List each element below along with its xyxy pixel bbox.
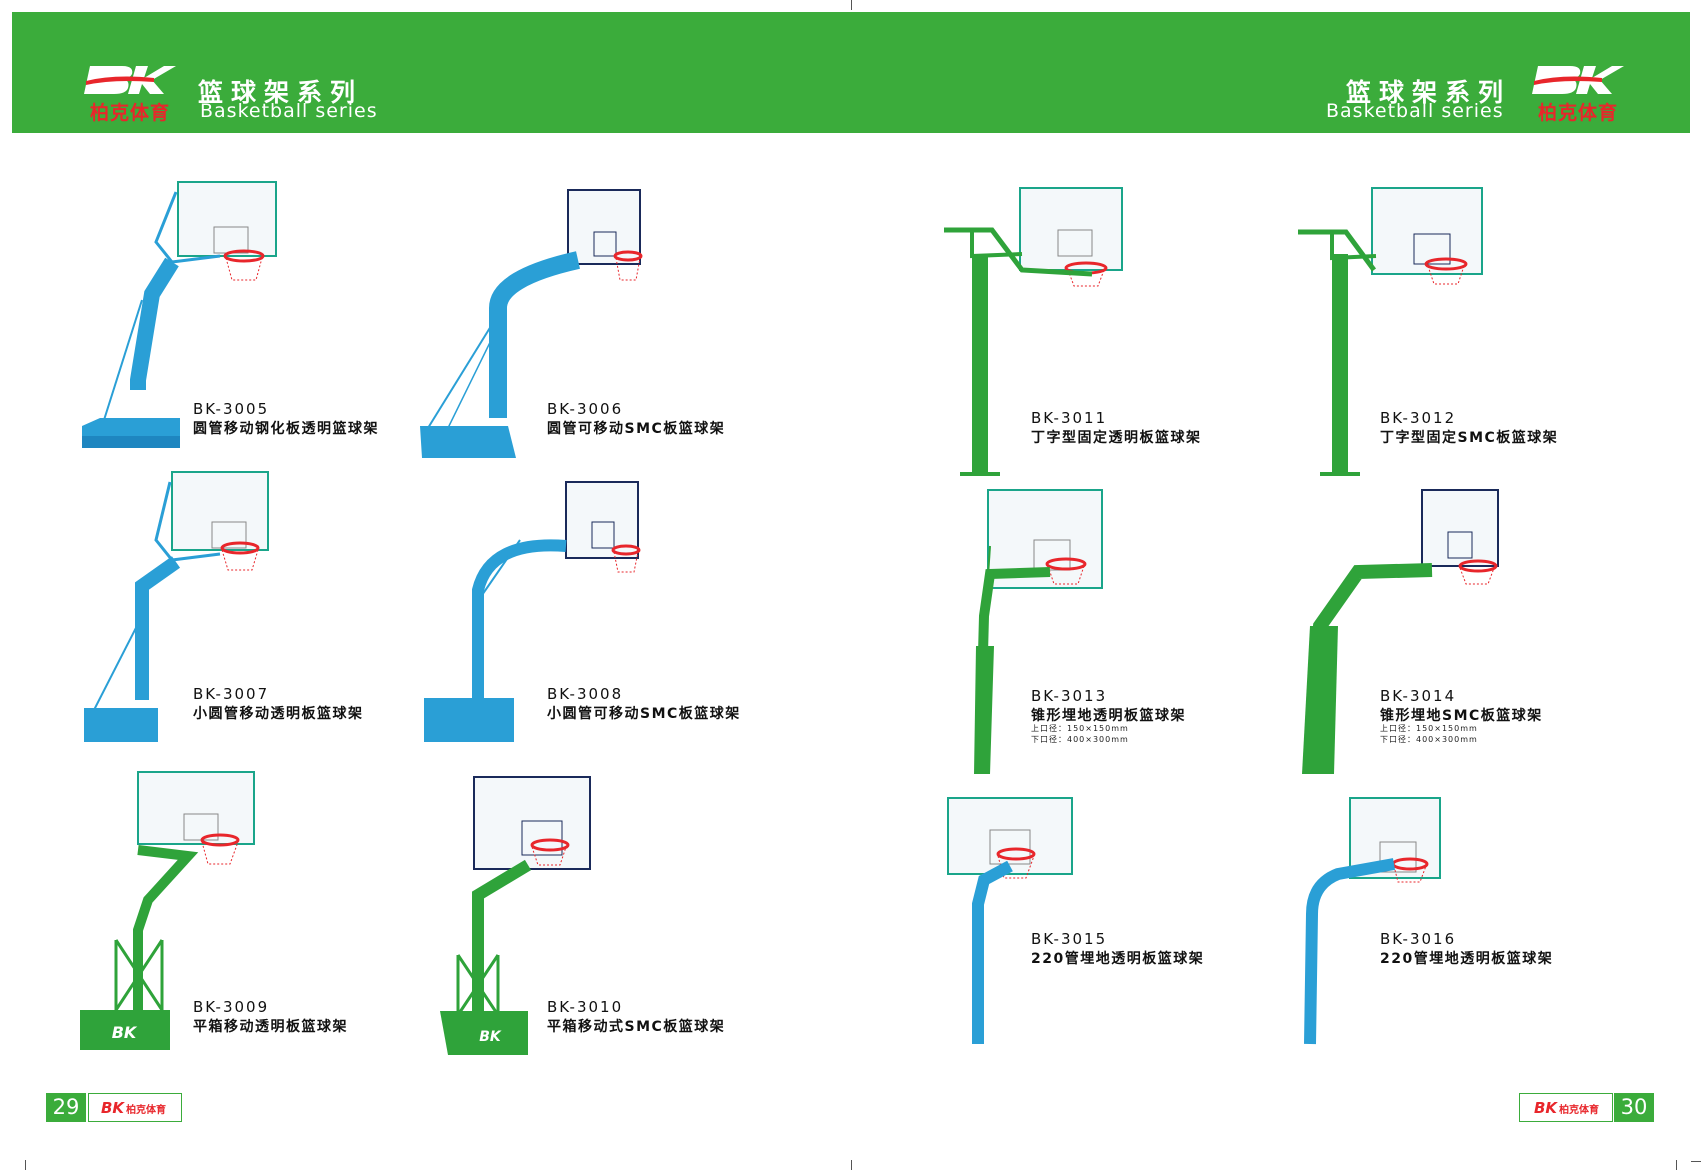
inground-basketball-stand-icon xyxy=(947,797,1073,1044)
product-name: 220管埋地透明板篮球架 xyxy=(1380,951,1554,967)
t-shaped-basketball-stand-icon xyxy=(1298,187,1483,476)
bk-logo-icon: BK xyxy=(479,1029,502,1045)
logo-chinese-text: 柏克体育 xyxy=(1537,102,1618,124)
product-bk-3010: BK xyxy=(438,775,598,1060)
logo-chinese-text: 柏克体育 xyxy=(89,102,170,124)
product-name: 圆管可移动SMC板篮球架 xyxy=(547,421,726,437)
product-name: 丁字型固定SMC板篮球架 xyxy=(1380,430,1559,446)
product-spec-upper: 上口径：150×150mm xyxy=(1031,724,1129,733)
portable-basketball-stand-icon xyxy=(82,181,277,448)
product-name: 小圆管可移动SMC板篮球架 xyxy=(547,706,741,722)
product-name: 小圆管移动透明板篮球架 xyxy=(193,706,364,722)
product-name: 220管埋地透明板篮球架 xyxy=(1031,951,1205,967)
product-name: 锥形埋地SMC板篮球架 xyxy=(1380,708,1543,724)
portable-basketball-stand-icon xyxy=(84,471,269,742)
page-number-left: 29 xyxy=(46,1093,86,1122)
product-name: 平箱移动式SMC板篮球架 xyxy=(547,1019,726,1035)
product-bk-3016 xyxy=(1298,794,1448,1050)
series-title-en-left: Basketball series xyxy=(200,100,378,122)
product-bk-3009: BK xyxy=(78,770,268,1060)
product-model: BK-3014 xyxy=(1380,687,1457,705)
product-model: BK-3009 xyxy=(193,998,270,1016)
bk-logo-icon xyxy=(1532,66,1624,94)
box-base-basketball-stand-icon: BK xyxy=(80,771,255,1050)
product-bk-3006 xyxy=(418,188,648,463)
product-model: BK-3008 xyxy=(547,685,624,703)
product-bk-3005 xyxy=(80,180,280,460)
brand-logo-right: 柏克体育 xyxy=(1532,58,1624,126)
product-spec-lower: 下口径：400×300mm xyxy=(1031,735,1129,744)
crop-mark xyxy=(1676,1160,1677,1170)
product-bk-3014 xyxy=(1298,486,1508,778)
t-shaped-basketball-stand-icon xyxy=(944,187,1123,476)
crop-mark xyxy=(851,1160,852,1170)
product-name: 圆管移动钢化板透明篮球架 xyxy=(193,421,379,437)
product-model: BK-3013 xyxy=(1031,687,1108,705)
header-band xyxy=(12,12,1690,133)
product-name: 平箱移动透明板篮球架 xyxy=(193,1019,348,1035)
product-model: BK-3015 xyxy=(1031,930,1108,948)
product-model: BK-3007 xyxy=(193,685,270,703)
product-model: BK-3011 xyxy=(1031,409,1108,427)
product-bk-3008 xyxy=(420,480,650,750)
product-name: 丁字型固定透明板篮球架 xyxy=(1031,430,1202,446)
product-model: BK-3010 xyxy=(547,998,624,1016)
product-model: BK-3006 xyxy=(547,400,624,418)
box-base-basketball-stand-icon: BK xyxy=(440,776,591,1055)
portable-basketball-stand-icon xyxy=(424,481,641,742)
product-spec-upper: 上口径：150×150mm xyxy=(1380,724,1478,733)
product-spec-lower: 下口径：400×300mm xyxy=(1380,735,1478,744)
inground-basketball-stand-icon xyxy=(1304,797,1441,1045)
series-title-cn-left: 篮球架系列 xyxy=(198,78,364,107)
brand-logo-left: 柏克体育 xyxy=(84,58,176,126)
product-model: BK-3012 xyxy=(1380,409,1457,427)
product-name: 锥形埋地透明板篮球架 xyxy=(1031,708,1186,724)
series-title-cn-right: 篮球架系列 xyxy=(1346,78,1512,107)
crop-mark xyxy=(25,1160,26,1170)
crop-mark xyxy=(1691,1161,1701,1162)
series-title-en-right: Basketball series xyxy=(1326,100,1504,122)
bk-logo-icon: BK xyxy=(112,1023,138,1042)
tapered-basketball-stand-icon xyxy=(1302,489,1499,774)
portable-basketball-stand-icon xyxy=(420,189,643,458)
product-bk-3012 xyxy=(1296,184,1496,480)
product-bk-3015 xyxy=(944,794,1074,1050)
product-model: BK-3005 xyxy=(193,400,270,418)
page-number-right: 30 xyxy=(1614,1093,1654,1122)
tapered-basketball-stand-icon xyxy=(974,489,1103,774)
bk-logo-icon xyxy=(84,66,176,94)
product-bk-3013 xyxy=(950,486,1110,778)
product-model: BK-3016 xyxy=(1380,930,1457,948)
crop-mark xyxy=(851,0,852,10)
product-bk-3011 xyxy=(942,184,1128,480)
product-bk-3007 xyxy=(80,470,280,750)
